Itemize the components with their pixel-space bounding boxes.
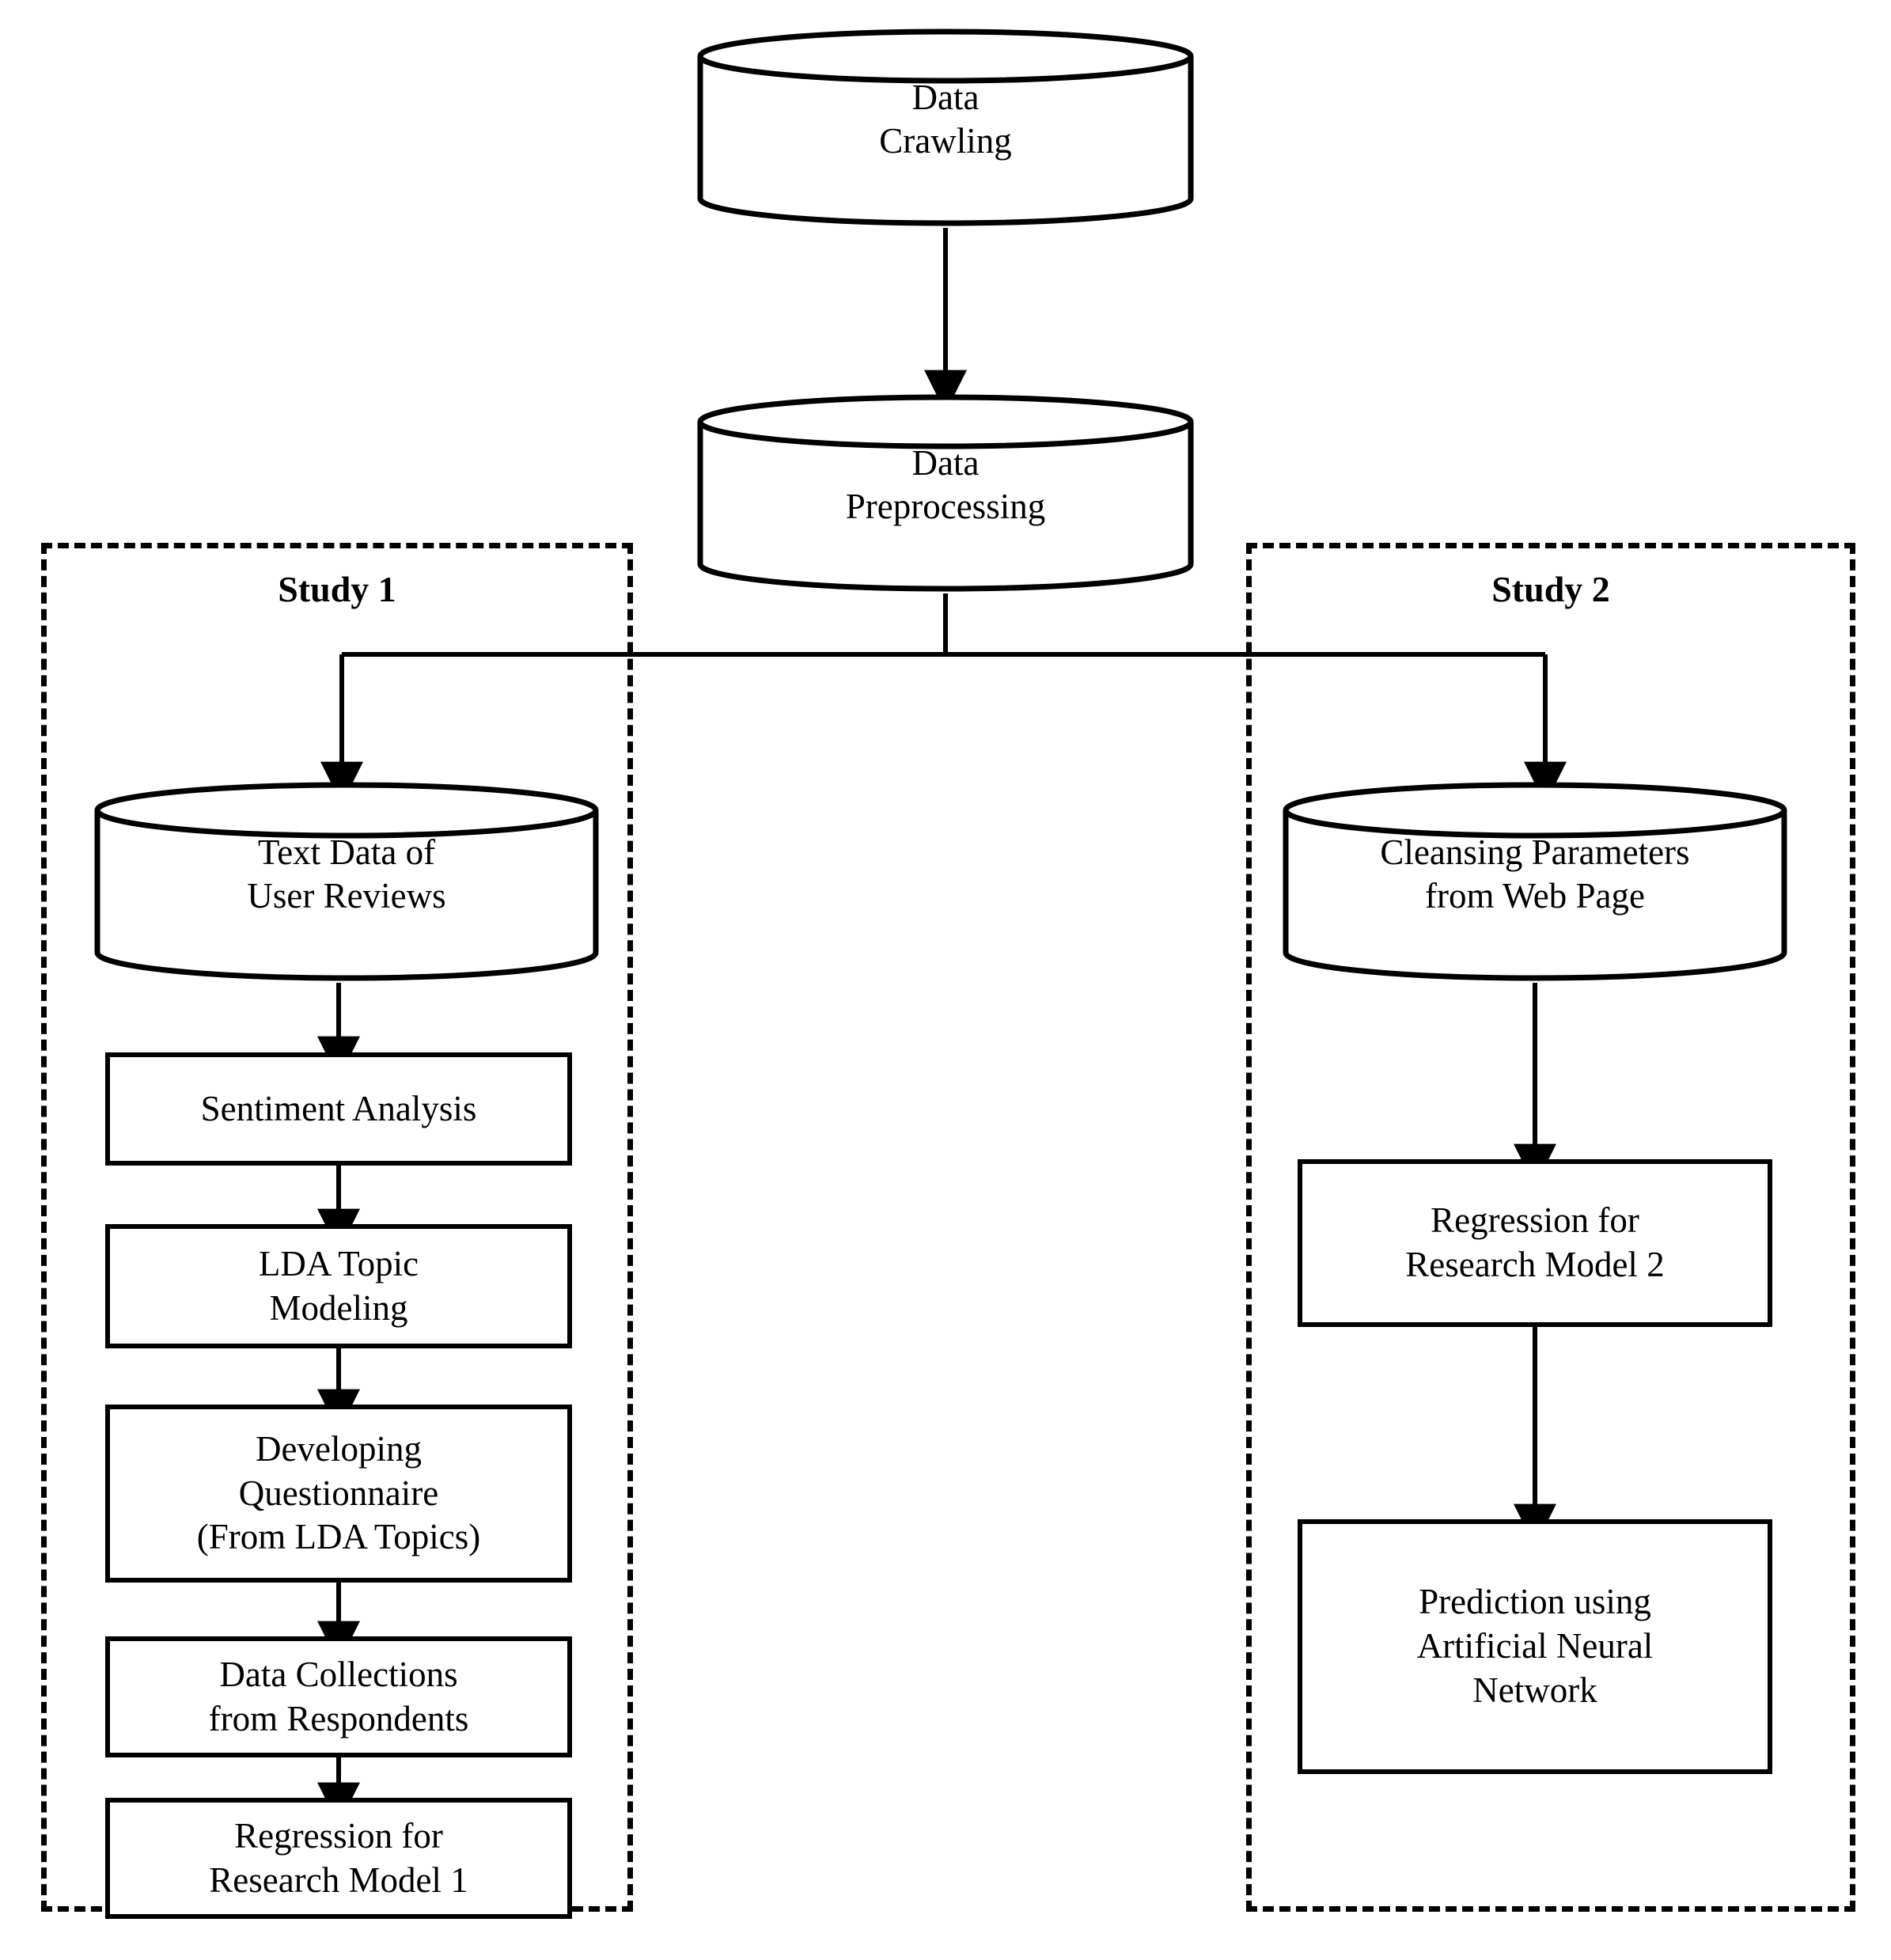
cylinder-cleansing-parameters: Cleansing Parameters from Web Page: [1282, 782, 1788, 981]
study-group-label-study2: Study 2: [1491, 569, 1610, 609]
cylinder-data-crawling: Data Crawling: [696, 28, 1195, 226]
process-label-prediction-ann: Prediction using Artificial Neural Netwo…: [1416, 1582, 1654, 1710]
process-box-regression-model-1: Regression for Research Model 1: [105, 1798, 572, 1919]
process-box-developing-questionnaire: Developing Questionnaire (From LDA Topic…: [105, 1405, 572, 1583]
cylinder-data-preprocessing: Data Preprocessing: [696, 394, 1195, 592]
process-box-sentiment-analysis: Sentiment Analysis: [105, 1052, 572, 1166]
process-label-lda-topic-modeling: LDA Topic Modeling: [258, 1243, 419, 1328]
process-box-lda-topic-modeling: LDA Topic Modeling: [105, 1224, 572, 1348]
process-label-regression-model-1: Regression for Research Model 1: [209, 1815, 468, 1900]
split-bus-from-preprocessing: [342, 593, 1545, 657]
study-group-study2: [1246, 543, 1855, 1912]
process-label-data-collections-respondents: Data Collections from Respondents: [208, 1654, 469, 1738]
process-box-data-collections-respondents: Data Collections from Respondents: [105, 1636, 572, 1757]
process-label-developing-questionnaire: Developing Questionnaire (From LDA Topic…: [196, 1428, 481, 1557]
cylinder-shape: [1283, 782, 1787, 981]
cylinder-shape: [697, 28, 1194, 226]
process-label-sentiment-analysis: Sentiment Analysis: [200, 1088, 477, 1128]
cylinder-shape: [697, 394, 1194, 592]
process-label-regression-model-2: Regression for Research Model 2: [1405, 1200, 1665, 1284]
study-group-label-study1: Study 1: [278, 569, 396, 609]
cylinder-shape: [94, 782, 599, 981]
process-box-prediction-ann: Prediction using Artificial Neural Netwo…: [1298, 1519, 1772, 1774]
process-box-regression-model-2: Regression for Research Model 2: [1298, 1159, 1772, 1327]
cylinder-text-data-user-reviews: Text Data of User Reviews: [93, 782, 600, 981]
